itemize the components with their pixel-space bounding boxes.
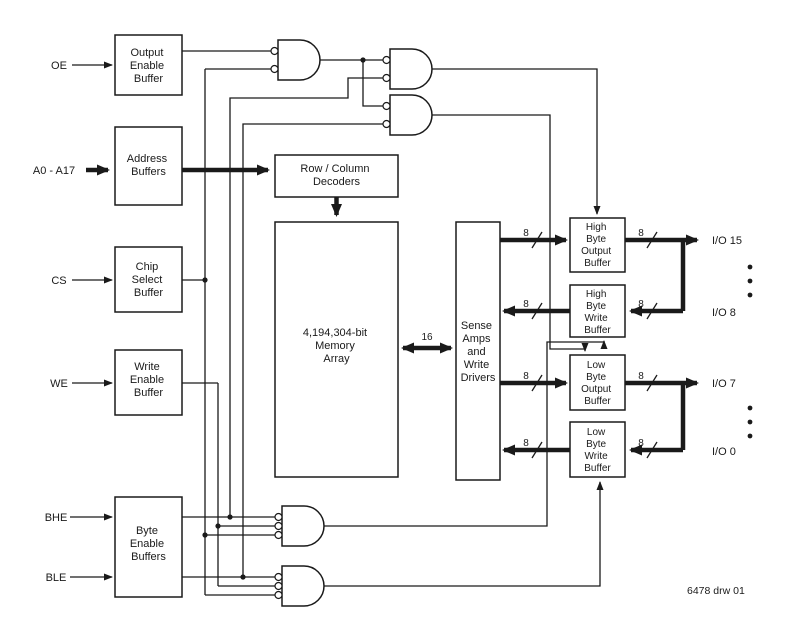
read-enable-fanout-wire [320,59,383,107]
junction-dot [360,57,366,63]
io-dot [747,419,753,425]
we-wire [182,382,275,587]
data-buses [86,164,699,456]
io8-label: I/O 8 [712,307,736,319]
io-dot [747,278,753,284]
high-byte-write-gate [281,505,325,547]
cs-wire [182,68,275,596]
junction-dots [202,57,366,580]
ble-wire [182,123,383,578]
bus-slash [646,374,658,392]
bus-slash [531,374,543,392]
memory-array-box [274,221,399,478]
address-buffers-label: Address Buffers [127,153,170,178]
sense-amps-box [455,221,501,481]
labels: OE A0 - A17 CS WE BHE BLE Output Enable … [33,47,745,597]
address-label: A0 - A17 [33,165,75,177]
bus-slash [531,302,543,320]
blocks [114,34,626,598]
bus-slash [646,231,658,249]
inverter-bubble [274,521,283,531]
io-ellipsis-dots [747,264,753,439]
byte-enable-buffers-label: Byte Enable Buffers [130,525,167,563]
inverter-bubble [274,512,283,522]
low-byte-output-buffer-label: Low Byte Output Buffer [581,360,614,407]
junction-dot [227,514,233,520]
chip-select-buffer-label: Chip Select Buffer [132,261,166,299]
io-dot [747,264,753,270]
row-column-decoders-label: Row / Column Decoders [300,163,372,188]
io15-label: I/O 15 [712,235,742,247]
inverter-bubble [270,46,279,56]
bus-width-16-label: 16 [421,332,433,343]
memory-array-label: 4,194,304-bit Memory Array [303,327,370,365]
bus-slash [646,441,658,459]
bus-width-8-label: 8 [638,228,644,239]
sense-amps-label: Sense Amps and Write Drivers [461,320,496,384]
junction-dot [202,277,208,283]
we-label: WE [50,378,68,390]
logic-gates [270,39,433,607]
bus-width-8-label: 8 [638,299,644,310]
inverter-bubble [274,590,283,600]
low-byte-write-buffer-box [569,421,626,478]
io7-label: I/O 7 [712,378,736,390]
address-buffers-box [114,126,183,206]
low-byte-output-buffer-box [569,354,626,411]
junction-dot [215,523,221,529]
inverter-bubble [382,119,391,129]
junction-dot [202,532,208,538]
chip-select-buffer-box [114,246,183,313]
bus-width-8-label: 8 [523,371,529,382]
bus-slash [531,441,543,459]
io0-label: I/O 0 [712,446,736,458]
write-enable-buffer-label: Write Enable Buffer [130,361,167,399]
low-byte-write-enable-wire [324,481,604,587]
control-wires [70,50,608,596]
byte-enable-buffers-box [114,496,183,598]
junction-dot [240,574,246,580]
bus-width-slashes [531,231,658,459]
inverter-bubble [274,581,283,591]
high-byte-output-buffer-box [569,217,626,273]
io-dot [747,292,753,298]
bus-slash [531,231,543,249]
inverter-bubble [274,572,283,582]
ble-label: BLE [46,572,67,584]
io-dot [747,433,753,439]
io-dot [747,405,753,411]
oe-label: OE [51,60,67,72]
drawing-number: 6478 drw 01 [687,585,745,597]
low-byte-write-buffer-label: Low Byte Write Buffer [584,427,611,474]
bhe-label: BHE [45,512,68,524]
read-enable-gate [277,39,321,81]
inverter-bubble [382,55,391,65]
high-byte-write-buffer-box [569,284,626,338]
low-byte-read-enable-wire [432,114,589,352]
high-byte-output-buffer-label: High Byte Output Buffer [581,222,614,269]
bus-slash [646,302,658,320]
bus-width-8-label: 8 [523,299,529,310]
low-byte-write-gate [281,565,325,607]
output-enable-buffer-box [114,34,183,96]
inverter-bubble [270,64,279,74]
bus-width-8-label: 8 [638,438,644,449]
bus-width-8-label: 8 [523,228,529,239]
inverter-bubble [382,73,391,83]
high-byte-write-enable-wire [324,340,608,527]
inverter-bubble [274,530,283,540]
bus-width-8-label: 8 [638,371,644,382]
write-enable-buffer-box [114,349,183,416]
inverter-bubble [382,101,391,111]
high-byte-read-gate [389,48,433,90]
high-byte-write-buffer-label: High Byte Write Buffer [584,289,611,336]
output-enable-buffer-label: Output Enable Buffer [130,47,167,85]
cs-label: CS [51,275,66,287]
bus-width-8-label: 8 [523,438,529,449]
low-byte-read-gate [389,94,433,136]
high-byte-read-enable-wire [432,68,601,215]
